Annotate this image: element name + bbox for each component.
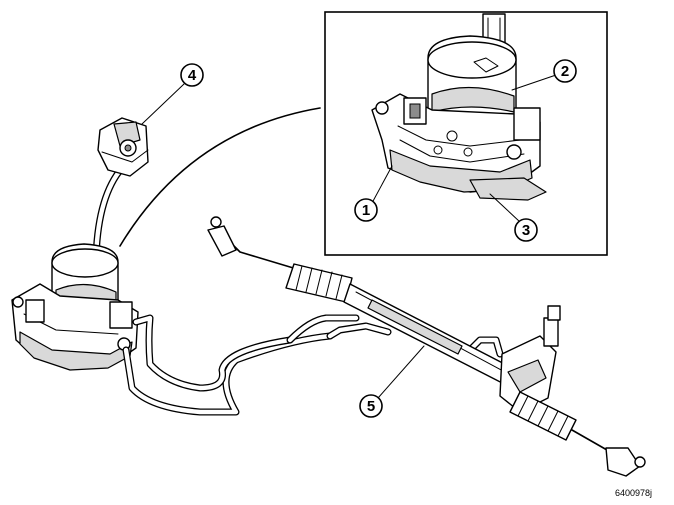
callout-1: 1 — [354, 198, 378, 222]
leader-line-4 — [141, 83, 185, 125]
callout-2: 2 — [553, 59, 577, 83]
hydraulic-lines — [122, 314, 504, 416]
leader-line-2 — [511, 74, 557, 91]
callout-4: 4 — [180, 63, 204, 87]
inset-fluid-reservoir — [427, 35, 517, 141]
leader-line-3 — [489, 193, 521, 223]
callout-1-label: 1 — [362, 202, 370, 219]
detail-inset: 2 1 3 — [324, 11, 608, 256]
callout-3-label: 3 — [522, 222, 530, 239]
leader-line-5 — [377, 345, 425, 399]
main-pump-assembly — [11, 243, 139, 371]
callout-2-label: 2 — [561, 63, 569, 80]
inset-connector-arc — [119, 107, 321, 247]
callout-4-label: 4 — [188, 67, 197, 84]
fluid-filler-cap-assembly — [92, 117, 149, 262]
leader-line-1 — [371, 165, 393, 204]
steering-rack-assembly — [207, 216, 646, 477]
callout-5: 5 — [359, 394, 383, 418]
callout-3: 3 — [514, 218, 538, 242]
callout-5-label: 5 — [367, 398, 375, 415]
figure-reference-code: 6400978j — [615, 488, 652, 498]
inset-mounting-bracket — [469, 177, 547, 201]
